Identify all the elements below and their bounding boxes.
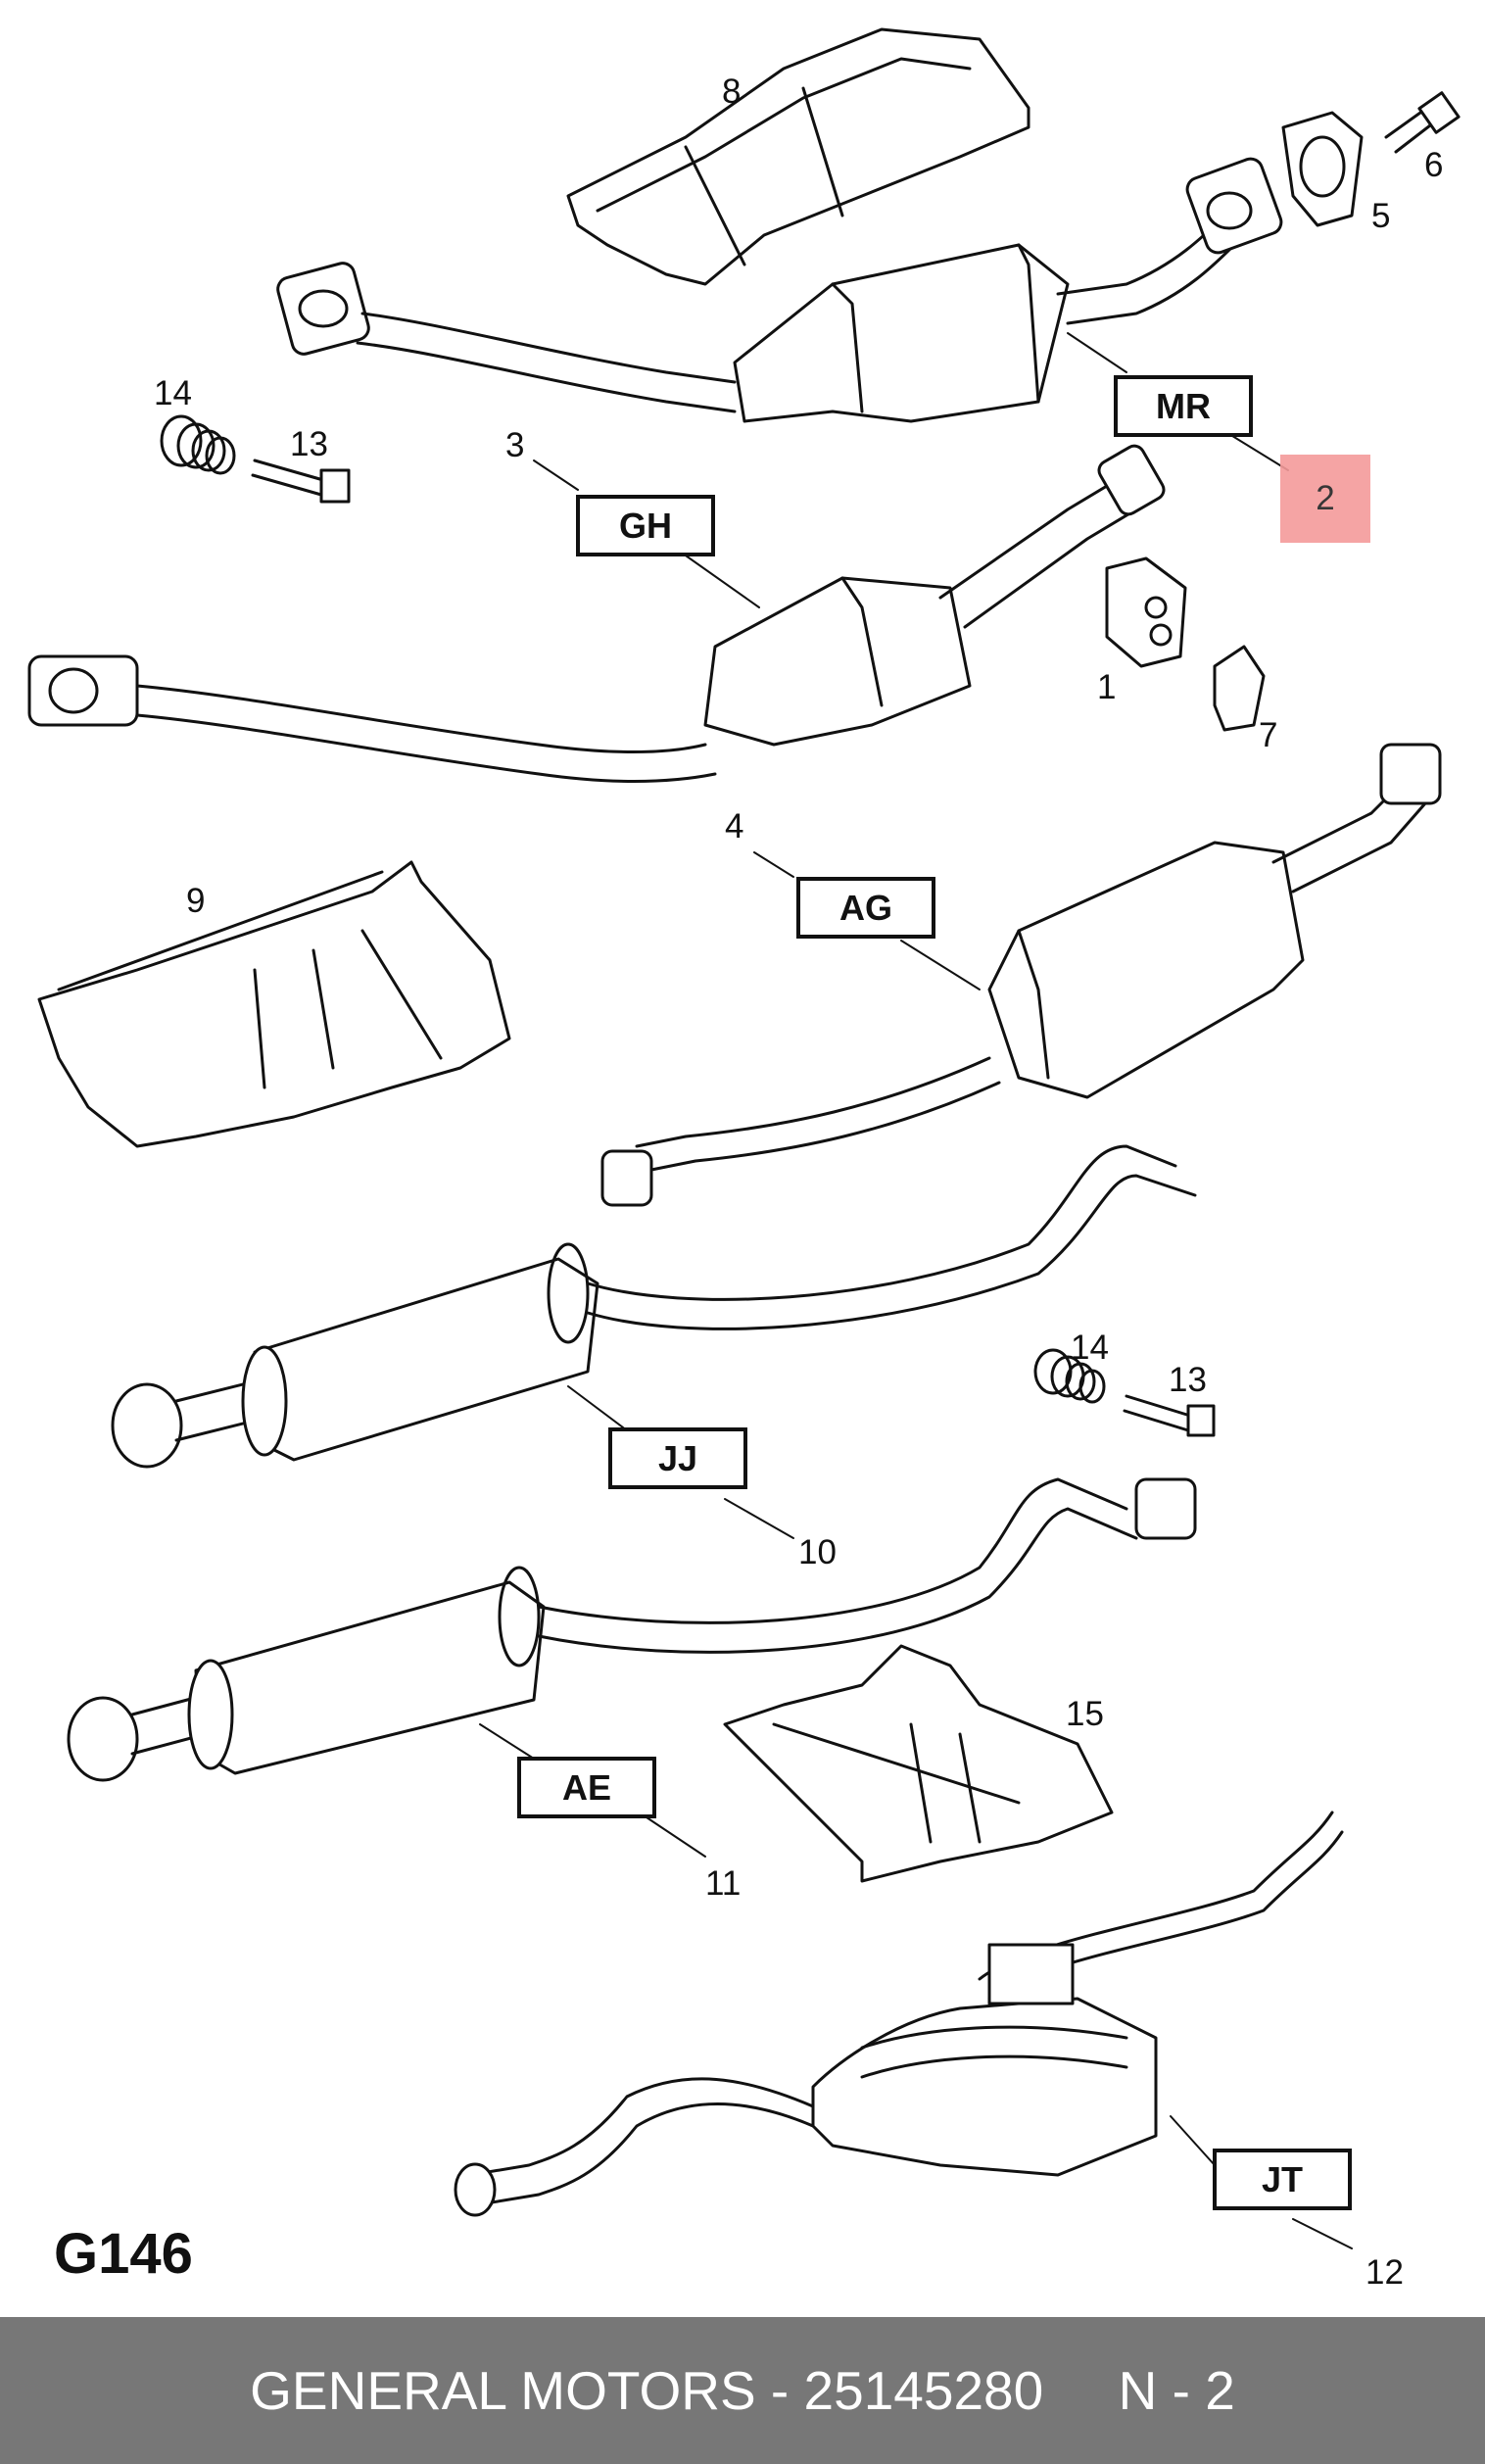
bolt-13-top	[251, 459, 351, 504]
part-number-13-top: 13	[290, 425, 328, 463]
rear-muffler-12	[454, 1811, 1344, 2217]
diagram-position: N - 2	[1118, 2360, 1235, 2421]
part-number-10: 10	[798, 1533, 837, 1571]
footer-bar: GENERAL MOTORS - 25145280 N - 2	[0, 2317, 1485, 2464]
part-number-14-top: 14	[154, 374, 192, 412]
clip-7	[1213, 645, 1266, 732]
footer-separator: -	[755, 2360, 804, 2421]
part-number-12: 12	[1365, 2253, 1404, 2292]
diagram-code: G146	[54, 2222, 193, 2286]
part-number-7: 7	[1259, 716, 1278, 754]
part-number-11: 11	[705, 1864, 742, 1903]
part-number-5: 5	[1371, 197, 1391, 235]
part-number-9: 9	[186, 882, 206, 920]
part-number-6: 6	[1424, 146, 1444, 184]
part-number-3: 3	[505, 426, 525, 464]
heat-shield-15	[723, 1644, 1114, 1883]
code-box-ag: AG	[796, 877, 935, 939]
footer-spacer	[1043, 2359, 1118, 2422]
front-pipe-3	[27, 444, 1166, 783]
front-muffler-11	[67, 1477, 1197, 1782]
centre-muffler-4	[600, 743, 1442, 1207]
part-number-8: 8	[722, 72, 742, 111]
front-muffler-10	[111, 1144, 1197, 1469]
rubber-mounting-1	[1105, 556, 1187, 668]
code-box-jt: JT	[1213, 2149, 1352, 2210]
heat-shield-8	[566, 27, 1030, 286]
heat-shield-9	[37, 860, 511, 1148]
part-number-15: 15	[1066, 1695, 1104, 1733]
part-number-13-middle: 13	[1169, 1361, 1207, 1399]
bolt-13-middle	[1123, 1394, 1216, 1437]
code-box-gh: GH	[576, 495, 715, 556]
front-pipe-catalyst-2	[276, 157, 1283, 423]
leader-lines	[479, 332, 1353, 2249]
spring-14-top	[160, 414, 236, 475]
manufacturer-name: GENERAL MOTORS	[250, 2360, 756, 2421]
part-number-4: 4	[725, 807, 744, 845]
exhaust-diagram	[27, 27, 1461, 2249]
part-number-1: 1	[1097, 668, 1117, 706]
gasket-5	[1281, 111, 1364, 227]
bolt-6	[1384, 91, 1461, 154]
part-number: 25145280	[803, 2360, 1044, 2421]
spring-14-middle	[1033, 1348, 1106, 1404]
code-box-jj: JJ	[608, 1427, 747, 1489]
code-box-ae: AE	[517, 1757, 656, 1818]
part-number-2-highlighted[interactable]: 2	[1280, 455, 1370, 543]
part-number-14-middle: 14	[1071, 1329, 1109, 1367]
code-box-mr: MR	[1114, 375, 1253, 437]
